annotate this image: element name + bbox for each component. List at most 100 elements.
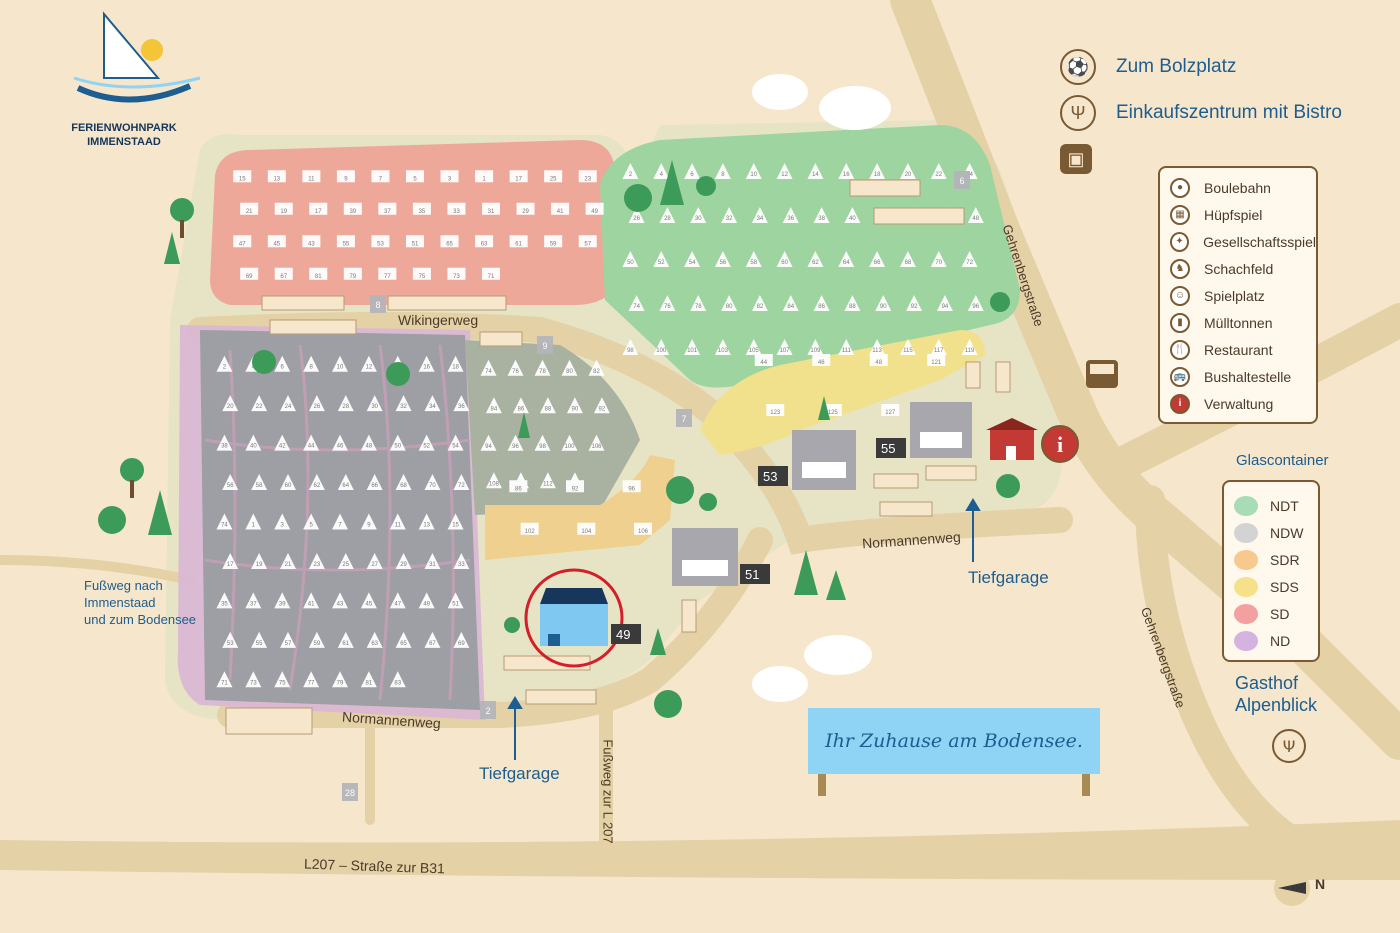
lot-number: 21 — [285, 562, 292, 568]
lot-marker: 18 — [869, 163, 886, 179]
lot-number: 67 — [280, 274, 287, 280]
lot-number: 82 — [757, 304, 764, 310]
zone-sd — [210, 140, 615, 305]
lot-marker: 75 — [412, 267, 431, 280]
glascontainer-swatch — [1234, 630, 1258, 651]
lot-number: 36 — [787, 216, 794, 222]
lot-marker: 107 — [776, 339, 793, 355]
legend-item: ▮Mülltonnen — [1170, 309, 1316, 336]
tiefgarage-right-label: Tiefgarage — [968, 568, 1049, 587]
lot-number: 29 — [522, 209, 529, 215]
lot-number: 35 — [419, 209, 426, 215]
lot-number: 92 — [599, 406, 606, 412]
lot-number: 47 — [239, 241, 246, 247]
lot-number: 72 — [966, 260, 973, 266]
lot-number: 74 — [221, 523, 228, 529]
lot-marker: 86 — [512, 397, 529, 414]
building-number-55: 55 — [881, 441, 896, 456]
lot-number: 19 — [280, 209, 287, 215]
lot-marker: 17 — [309, 202, 328, 215]
compass-label: N — [1315, 876, 1326, 892]
lot-marker: 10 — [745, 163, 762, 179]
lot-number: 58 — [750, 260, 757, 266]
lot-number: 12 — [366, 365, 373, 371]
lot-number: 79 — [337, 680, 344, 686]
lot-marker: 4 — [653, 163, 670, 179]
lot-number: 96 — [628, 486, 635, 492]
legend-top-row: Ψ Einkaufszentrum mit Bistro — [1060, 90, 1360, 136]
lot-number: 76 — [512, 369, 519, 375]
lot-marker: 12 — [360, 355, 377, 372]
lot-marker: 60 — [280, 474, 296, 491]
lot-marker: 43 — [302, 235, 321, 248]
lot-number: 3 — [448, 176, 452, 182]
lot-marker: 121 — [927, 354, 946, 366]
lot-marker: 43 — [332, 592, 348, 609]
lot-marker: 90 — [875, 295, 892, 311]
lot-number: 26 — [314, 404, 321, 410]
lot-number: 90 — [572, 406, 579, 412]
zone-sds — [700, 330, 985, 455]
roads — [0, 0, 1400, 880]
legend-item-label: Spielplatz — [1204, 287, 1265, 304]
lot-marker: 41 — [303, 592, 320, 609]
glascontainer-item-label: SD — [1270, 605, 1290, 622]
lot-marker: 65 — [395, 631, 412, 648]
logo-icon — [73, 11, 201, 103]
lot-marker: 54 — [684, 251, 701, 267]
lot-marker: 81 — [360, 671, 377, 688]
playground-icon: ☺ — [1170, 285, 1190, 306]
paths-grey — [204, 344, 471, 701]
lot-number: 81 — [315, 274, 322, 280]
legend-item-label: Restaurant — [1204, 341, 1273, 358]
lot-marker: 31 — [424, 552, 441, 569]
lot-marker: 54 — [447, 434, 464, 451]
lot-number: 115 — [903, 348, 913, 354]
lot-marker: 19 — [251, 552, 268, 569]
lot-number: 70 — [935, 260, 942, 266]
lot-number: 20 — [905, 172, 912, 178]
lot-number: 101 — [687, 348, 698, 354]
lot-number: 57 — [285, 641, 292, 647]
lot-marker: 94 — [480, 434, 497, 451]
lot-marker: 5 — [406, 170, 424, 183]
lot-marker: 7 — [371, 170, 390, 183]
lot-marker: 88 — [844, 295, 861, 311]
legend-item: ▦Hüpfspiel — [1170, 201, 1316, 228]
lot-marker: 13 — [418, 513, 435, 530]
legend-top-label: Einkaufszentrum mit Bistro — [1116, 102, 1342, 123]
lot-number: 53 — [227, 641, 234, 647]
lot-number: 103 — [718, 348, 729, 354]
lot-number: 69 — [246, 274, 253, 280]
lot-marker: 27 — [366, 552, 383, 569]
lot-marker: 62 — [308, 474, 325, 491]
lot-marker: 1 — [475, 170, 494, 183]
lot-number: 123 — [770, 410, 781, 416]
lot-marker: 51 — [406, 235, 424, 248]
lot-marker: 8 — [714, 163, 731, 179]
legend-top: ⚽ Zum Bolzplatz Ψ Einkaufszentrum mit Bi… — [1060, 44, 1360, 182]
lot-marker: 78 — [534, 359, 551, 376]
lot-marker: 37 — [378, 202, 397, 215]
lot-number: 127 — [885, 410, 896, 416]
lot-number: 106 — [638, 529, 649, 535]
lot-marker: 48 — [869, 354, 888, 366]
glascontainer-swatch — [1234, 549, 1258, 570]
lot-number: 98 — [627, 348, 634, 354]
lot-number: 119 — [965, 348, 975, 354]
lot-marker: 36 — [782, 207, 799, 223]
lot-marker: 9 — [360, 513, 377, 530]
lot-marker: 111 — [838, 339, 855, 355]
legend-top-row: ⚽ Zum Bolzplatz — [1060, 44, 1360, 90]
building-number-49: 49 — [616, 627, 631, 642]
lot-marker: 98 — [534, 434, 551, 451]
lot-number: 63 — [481, 241, 488, 247]
lot-number: 74 — [633, 304, 640, 310]
lot-marker: 15 — [447, 513, 464, 530]
lot-number: 33 — [458, 562, 465, 568]
lot-marker: 26 — [308, 395, 325, 412]
lot-number: 32 — [400, 404, 407, 410]
lot-number: 16 — [423, 365, 430, 371]
lot-number: 113 — [872, 348, 882, 354]
